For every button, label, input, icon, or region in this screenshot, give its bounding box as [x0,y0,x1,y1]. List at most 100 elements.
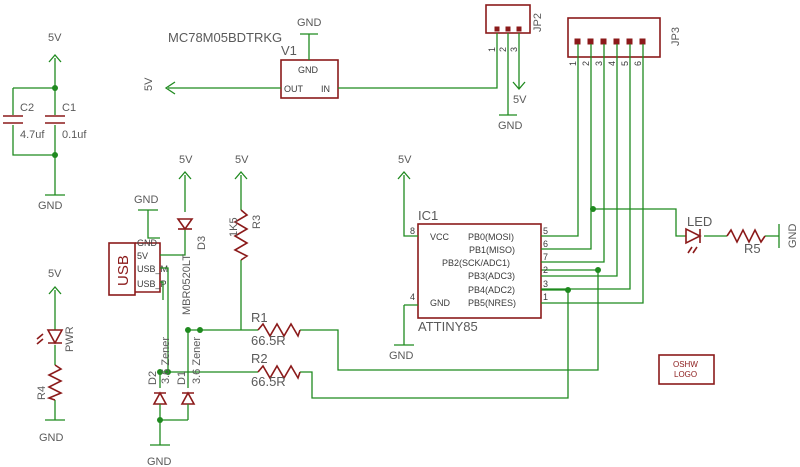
zener-gnd-wires [159,404,189,445]
supply-arrow-icon [234,171,248,180]
r3-value: 1K5 [228,217,240,237]
connector-jp3: 1 2 3 4 5 6 JP3 [567,17,682,66]
junction-dot [197,327,203,333]
ic1-pinno-5: 5 [543,226,548,236]
supply-arrow-icon [512,81,526,90]
d3-name: D3 [196,236,208,250]
power-led-section: 5V PWR R4 GND [36,268,76,444]
jp3-pin [574,38,581,45]
r1-name: R1 [251,310,268,325]
led-wires [593,208,779,237]
zener-d1-symbol [180,391,196,405]
c2-name: C2 [20,102,34,114]
capacitor-section: 5V C2 4.7uf C1 0.1uf GND [3,32,87,212]
pwr-led-name: PWR [64,326,76,352]
c1-value: 0.1uf [62,129,87,141]
jp3-pin [626,38,633,45]
pwr-gnd-net: GND [39,432,64,444]
pb5-wire [541,44,644,304]
connector-jp2: 1 2 3 JP2 5V GND [485,4,544,132]
r1-value: 66.5R [251,333,286,348]
reg-value: MC78M05BDTRKG [168,30,282,45]
pb1-wire [541,44,592,250]
jp3-pin-3: 3 [594,61,604,66]
ic1-pinno-6: 6 [543,239,548,249]
usb-section: USB GND 5V USB_M USB_P GND 5V D3 MBR0520… [108,154,599,467]
usb-pin-p: USB_P [137,279,167,289]
junction-dot [157,369,163,375]
reg-pin-gnd: GND [298,65,319,75]
pb2-wire [541,44,605,263]
jp2-pin [505,26,511,32]
d3-5v-net: 5V [179,154,193,166]
r2-value: 66.5R [251,374,286,389]
r3-5v-net: 5V [235,154,249,166]
resistor-r2-symbol [257,364,301,380]
reg-name: V1 [281,43,297,58]
ic1-pinno-8: 8 [410,226,415,236]
jp2-pin-3: 3 [509,47,519,52]
ic1-pin-pb4: PB4(ADC2) [468,285,515,295]
ic1-body [417,223,542,319]
ic1-pin-vcc: VCC [430,232,450,242]
reg-pin-out: OUT [284,84,304,94]
oshw-logo-placeholder: OSHW LOGO [658,354,715,385]
usb-gnd-wire [138,209,160,239]
logo-box [658,354,715,385]
r5-name: R5 [744,241,761,256]
zener-d2-symbol [152,391,168,405]
ic1-pin-gnd: GND [430,298,451,308]
d2-name: D2 [147,371,159,385]
jp2-gnd: GND [498,120,523,132]
resistor-r4-symbol [46,364,63,401]
ic1-pinno-3: 3 [543,279,548,289]
junction-dot [165,369,171,375]
jp3-pin-5: 5 [620,61,630,66]
led-emission-icon [687,246,698,254]
junction-dot [565,287,571,293]
d3-value: MBR0520LT [181,254,193,315]
jp3-pin [600,38,607,45]
ic1-gnd-net: GND [389,350,414,362]
usb-label: USB [115,255,132,286]
r2-name: R2 [251,351,268,366]
jp2-name: JP2 [532,13,544,32]
ic1-pin-pb2: PB2(SCK/ADC1) [442,258,510,268]
c-gnd-label: GND [38,200,63,212]
ic1-pin-pb3: PB3(ADC3) [468,271,515,281]
jp2-pin [494,26,500,32]
ic1-pin-pb5: PB5(NRES) [468,298,516,308]
usb-gnd-net: GND [134,194,159,206]
jp3-pin-1: 1 [568,61,578,66]
d2-value: 3.6 Zener [160,337,172,384]
resistor-r5-symbol [726,228,766,244]
jp3-pin [613,38,620,45]
pb0-wire [541,44,579,237]
supply-arrow-icon [48,54,62,63]
resistor-r3-symbol [233,209,249,261]
logo-line-1: OSHW [673,360,698,369]
usb-pin-m: USB_M [137,264,168,274]
pb3-wire [541,44,618,277]
ic1-value: ATTINY85 [418,319,478,334]
r4-name: R4 [36,386,48,400]
supply-arrow-icon [48,286,62,295]
capacitor-c1-symbol [45,115,65,124]
junction-dot [185,327,191,333]
jp2-pin-2: 2 [498,47,508,52]
ic1-pin-pb0: PB0(MOSI) [468,232,514,242]
ic1-attiny85: 5V GND IC1 ATTINY85 VCC GND 8 4 PB0(MOSI… [389,44,644,362]
jp3-pin [587,38,594,45]
jp3-body [567,17,661,58]
d1-name: D1 [176,371,188,385]
pwr-5v-net: 5V [48,268,62,280]
ic1-pinno-7: 7 [543,252,548,262]
led-name: LED [687,214,712,229]
logo-line-2: LOGO [674,370,697,379]
junction-dot [595,267,601,273]
ic1-pinno-4: 4 [410,292,415,302]
ic1-pin-pb1: PB1(MISO) [469,245,515,255]
c2-value: 4.7uf [20,129,45,141]
r2-net-wire [160,289,569,399]
supply-arrow-icon [178,171,192,180]
